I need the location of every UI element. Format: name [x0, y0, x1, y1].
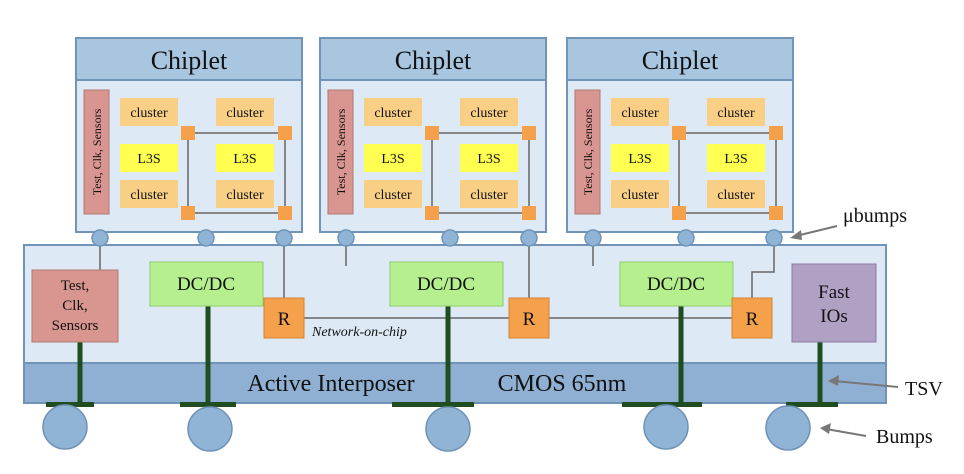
svg-text:Sensors: Sensors [52, 318, 99, 334]
svg-text:cluster: cluster [621, 106, 659, 121]
chiplet-title-bar [75, 37, 303, 81]
svg-text:L3S: L3S [381, 152, 404, 167]
svg-text:cluster: cluster [470, 106, 508, 121]
chiplet: Chiplet Test, Clk, Sensors cluster clust… [319, 37, 547, 233]
chiplet-routers [672, 126, 783, 220]
cmos-label: CMOS 65nm [498, 371, 627, 397]
ubumps-callout: μbumps [790, 205, 907, 240]
svg-text:Test,: Test, [61, 278, 90, 294]
svg-text:cluster: cluster [226, 188, 264, 203]
cluster: cluster [364, 98, 422, 126]
svg-text:cluster: cluster [130, 106, 168, 121]
svg-text:DC/DC: DC/DC [417, 274, 475, 295]
cluster: cluster [611, 180, 669, 208]
ubumps-label: μbumps [843, 205, 907, 227]
cluster: cluster [460, 180, 518, 208]
svg-text:cluster: cluster [717, 188, 755, 203]
chiplet-title: Chiplet [395, 46, 472, 75]
fast-io-block: Fast IOs [791, 263, 877, 343]
chiplet: Chiplet Test, Clk, Sensors cluster clust… [75, 37, 303, 233]
cluster: cluster [611, 98, 669, 126]
micro-bumps [91, 229, 783, 247]
chiplet-side-block [83, 89, 110, 215]
router: R [508, 297, 550, 339]
chiplet-side-label: Test, Clk, Sensors [90, 108, 104, 195]
svg-text:L3S: L3S [137, 152, 160, 167]
cluster: cluster [364, 180, 422, 208]
cluster: cluster [120, 98, 178, 126]
cluster: cluster [120, 180, 178, 208]
svg-text:R: R [278, 309, 291, 330]
svg-text:cluster: cluster [470, 188, 508, 203]
bumps [42, 404, 811, 452]
chiplet-routers [425, 126, 536, 220]
svg-text:L3S: L3S [477, 152, 500, 167]
chiplet-routers [181, 126, 292, 220]
l3s-cache: L3S [460, 144, 518, 172]
chiplet-title-bar [319, 37, 547, 81]
chiplet-side-label: Test, Clk, Sensors [334, 108, 348, 195]
l3s-cache: L3S [611, 144, 669, 172]
svg-text:Clk,: Clk, [62, 298, 87, 314]
svg-text:DC/DC: DC/DC [647, 274, 705, 295]
tsv-label: TSV [905, 378, 943, 400]
chiplet-side-label: Test, Clk, Sensors [581, 108, 595, 195]
router: R [731, 297, 773, 339]
chiplet-title: Chiplet [151, 46, 228, 75]
svg-text:cluster: cluster [226, 106, 264, 121]
chiplet-title-bar [566, 37, 794, 81]
l3s-cache: L3S [216, 144, 274, 172]
cluster: cluster [707, 98, 765, 126]
cluster: cluster [216, 180, 274, 208]
bumps-label: Bumps [876, 426, 933, 448]
l3s-cache: L3S [707, 144, 765, 172]
cluster: cluster [460, 98, 518, 126]
interposer-test-block: Test, Clk, Sensors [31, 269, 119, 343]
svg-text:L3S: L3S [233, 152, 256, 167]
svg-text:cluster: cluster [621, 188, 659, 203]
svg-text:Fast: Fast [818, 282, 850, 303]
svg-text:R: R [523, 309, 536, 330]
dcdc-block: DC/DC [389, 261, 504, 307]
svg-text:L3S: L3S [628, 152, 651, 167]
svg-text:cluster: cluster [374, 106, 412, 121]
interposer-band [23, 362, 887, 404]
chiplet: Chiplet Test, Clk, Sensors cluster clust… [566, 37, 794, 233]
ubump-wires [99, 246, 775, 298]
noc-label: Network-on-chip [311, 325, 407, 340]
tsv-callout: TSV [828, 375, 943, 400]
bumps-callout: Bumps [820, 423, 933, 448]
l3s-cache: L3S [120, 144, 178, 172]
active-interposer-label: Active Interposer [247, 371, 414, 397]
chiplet-side-block [327, 89, 354, 215]
tsv-wires [77, 306, 823, 406]
tsv-pads [46, 402, 838, 407]
svg-text:cluster: cluster [717, 106, 755, 121]
l3s-cache: L3S [364, 144, 422, 172]
chiplet-title: Chiplet [642, 46, 719, 75]
svg-text:cluster: cluster [374, 188, 412, 203]
cluster: cluster [216, 98, 274, 126]
router: R [263, 297, 305, 339]
svg-text:IOs: IOs [820, 306, 847, 327]
dcdc-block: DC/DC [619, 261, 734, 307]
svg-text:DC/DC: DC/DC [177, 274, 235, 295]
svg-text:R: R [746, 309, 759, 330]
svg-text:cluster: cluster [130, 188, 168, 203]
cluster: cluster [707, 180, 765, 208]
dcdc-block: DC/DC [149, 261, 264, 307]
chiplet-side-block [574, 89, 601, 215]
svg-text:L3S: L3S [724, 152, 747, 167]
